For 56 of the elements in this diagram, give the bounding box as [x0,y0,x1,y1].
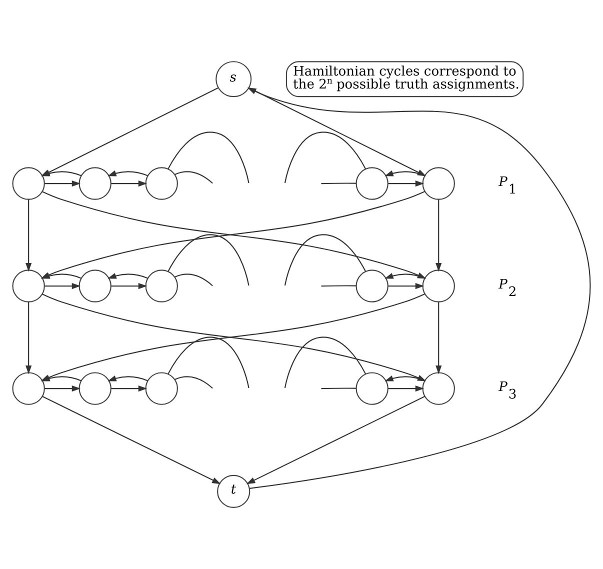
node-circle [12,372,45,405]
node-circle [145,167,178,200]
arrow [41,375,82,382]
node-circle [78,167,112,200]
connector [321,285,356,287]
arrow [26,302,32,374]
arrow [388,282,424,290]
arrow [388,386,424,392]
connector [174,171,213,184]
node-circle: s [216,61,252,98]
node-circle [356,167,388,200]
node-box: Hamiltonian cycles correspond to the 2$^{n}$ possible truth assignments. [286,61,524,98]
arrow [108,272,148,279]
arrow [108,170,148,176]
node-circle [356,270,388,302]
node-circle [145,372,178,405]
arrow [41,272,82,279]
arrow [384,272,425,279]
connector [284,234,366,286]
connector [168,336,250,388]
connector [168,132,250,184]
node-circle [78,372,112,405]
node-circle: t [217,474,250,508]
node-circle [422,372,455,405]
node-circle [356,372,388,405]
connector [174,376,213,389]
arrow [384,170,425,176]
arrow [44,386,81,392]
node-circle [422,167,455,200]
arrow [44,180,81,187]
connector [284,132,366,184]
node-circle [145,270,178,302]
node-circle [422,270,455,302]
node-circle [12,270,45,302]
connector [321,182,356,184]
node-circle [12,167,45,200]
arrow [436,199,442,272]
connector [284,336,366,388]
node-circle [78,270,112,302]
arrow [26,199,32,272]
arrow [436,302,442,374]
arrow [111,386,148,392]
arrow [111,180,148,187]
arrow [388,180,424,187]
arrow [111,282,148,290]
arrow [246,396,426,484]
arrow [42,396,221,484]
arrow [384,375,425,382]
arrow [44,282,81,290]
connector [321,388,356,390]
arrow [108,375,148,382]
connector [174,274,213,286]
connector [168,234,250,286]
arrow [40,88,218,176]
arrow [247,88,590,489]
arrow [41,170,82,176]
